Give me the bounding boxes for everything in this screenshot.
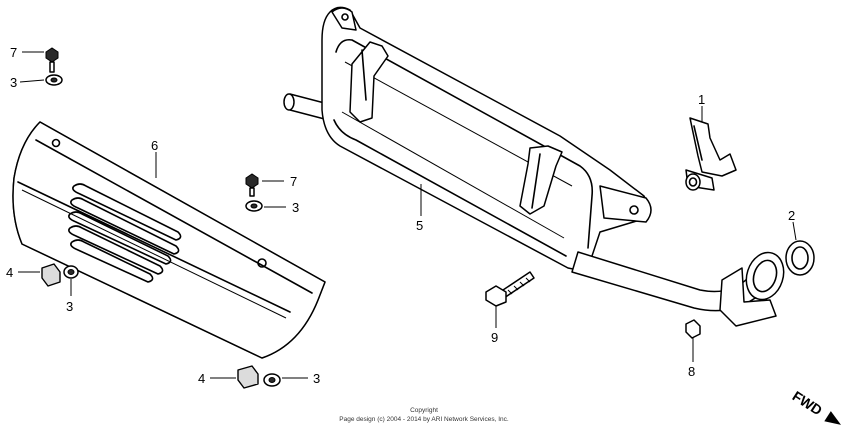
bolt-7-top <box>45 47 59 73</box>
bolt-7-middle <box>245 173 259 197</box>
clip-4-left <box>41 263 61 287</box>
fwd-arrow-icon <box>824 411 841 425</box>
bolt-part <box>485 271 535 307</box>
callout-9: 9 <box>491 330 498 345</box>
callout-6: 6 <box>151 138 158 153</box>
washer-3-bottom <box>263 373 281 387</box>
muffler-protector-part <box>12 121 326 359</box>
callout-4-bottom: 4 <box>198 371 205 386</box>
nut-part <box>685 319 701 339</box>
callout-3-middle: 3 <box>292 200 299 215</box>
callout-5: 5 <box>416 218 423 233</box>
leader-lines <box>18 51 797 379</box>
gasket-part <box>785 240 815 276</box>
clip-4-bottom <box>237 365 259 389</box>
washer-3-left <box>63 265 79 279</box>
washer-3-middle <box>245 200 263 212</box>
washer-3-top <box>45 74 63 86</box>
callout-7-middle: 7 <box>290 174 297 189</box>
copyright-line-1: Copyright <box>410 407 438 414</box>
callout-3-top: 3 <box>10 75 17 90</box>
callout-4-left: 4 <box>6 265 13 280</box>
callout-8: 8 <box>688 364 695 379</box>
callout-1: 1 <box>698 92 705 107</box>
muffler-bracket-part <box>685 117 737 191</box>
callout-2: 2 <box>788 208 795 223</box>
forward-direction-indicator: FWD <box>790 388 841 425</box>
copyright-line-2: Page design (c) 2004 - 2014 by ARI Netwo… <box>339 416 509 423</box>
muffler-part <box>283 6 785 327</box>
callout-7-top: 7 <box>10 45 17 60</box>
fwd-label: FWD <box>790 388 825 419</box>
callout-3-bottom: 3 <box>313 371 320 386</box>
callout-3-left: 3 <box>66 299 73 314</box>
